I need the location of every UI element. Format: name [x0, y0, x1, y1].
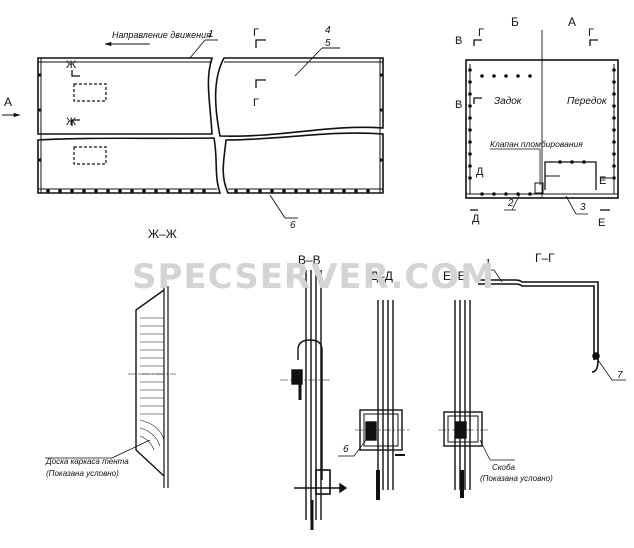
section-g-mid: Г [253, 97, 259, 109]
section-ee-drawing [438, 300, 490, 498]
label-klapan: Клапан пломбирования [490, 139, 583, 149]
direction-label: Направление движения [112, 30, 211, 40]
zh-note-line-1: Доска каркаса тента [45, 457, 129, 466]
section-zh-top: Ж [66, 59, 76, 71]
section-vv-title: В–В [298, 253, 321, 267]
end-view [465, 30, 619, 199]
skoba-note: (Показана условно) [480, 474, 553, 483]
callout-2: 2 [507, 198, 514, 209]
tent-panel-upper [37, 57, 214, 135]
tent-panel-lower-right [222, 132, 384, 194]
section-vv-drawing [280, 270, 348, 530]
end-view-b: Б [511, 15, 519, 29]
section-zh-bottom: Ж [66, 116, 76, 128]
section-zh-drawing [128, 286, 176, 488]
callout-5: 5 [325, 38, 331, 49]
skoba-label: Скоба [492, 463, 516, 472]
section-gg-drawing [478, 279, 600, 373]
callout-7: 7 [617, 370, 623, 381]
end-view-v-mid: В [455, 99, 462, 111]
end-view-e-right: Е [599, 175, 606, 187]
section-ee-title: Е–Е [443, 269, 466, 283]
watermark: SPECSERVER.COM [132, 257, 495, 297]
callout-6-top: 6 [290, 220, 296, 231]
dashed-window-upper [73, 83, 107, 102]
label-peredok: Передок [567, 96, 608, 107]
view-a-label: А [4, 95, 12, 109]
section-zh-markers [71, 70, 80, 126]
dashed-window-lower [73, 146, 107, 165]
section-g-top: Г [253, 27, 259, 39]
direction-indicator: Направление движения [104, 30, 211, 47]
end-view-e-bottom: Е [598, 217, 605, 229]
end-view-eyelets [468, 68, 616, 196]
callout-6-dd: 6 [343, 444, 349, 455]
end-view-g-right: Г [588, 27, 594, 39]
end-view-g-left: Г [478, 27, 484, 39]
section-g-markers [255, 39, 266, 88]
tent-panel-lower [37, 137, 222, 194]
label-zadok: Задок [494, 96, 523, 107]
section-gg-title: Г–Г [535, 251, 555, 265]
callout-1-gg: 1 [485, 258, 491, 269]
callout-1-top: 1 [208, 29, 214, 40]
section-zh-title: Ж–Ж [148, 227, 177, 241]
end-view-d-bottom: Д [472, 213, 480, 225]
eyelet-row [38, 73, 383, 193]
section-dd-title: Д–Д [370, 269, 393, 283]
callout-3: 3 [580, 202, 586, 213]
callout-4: 4 [325, 25, 331, 36]
end-view-d-left: Д [476, 166, 484, 178]
zh-note-line-2: (Показана условно) [46, 469, 119, 478]
tent-panel-upper-right [214, 57, 384, 137]
end-view-a: А [568, 15, 576, 29]
section-dd-drawing [355, 300, 410, 500]
top-view [37, 57, 384, 194]
end-view-v-top: В [455, 35, 462, 47]
